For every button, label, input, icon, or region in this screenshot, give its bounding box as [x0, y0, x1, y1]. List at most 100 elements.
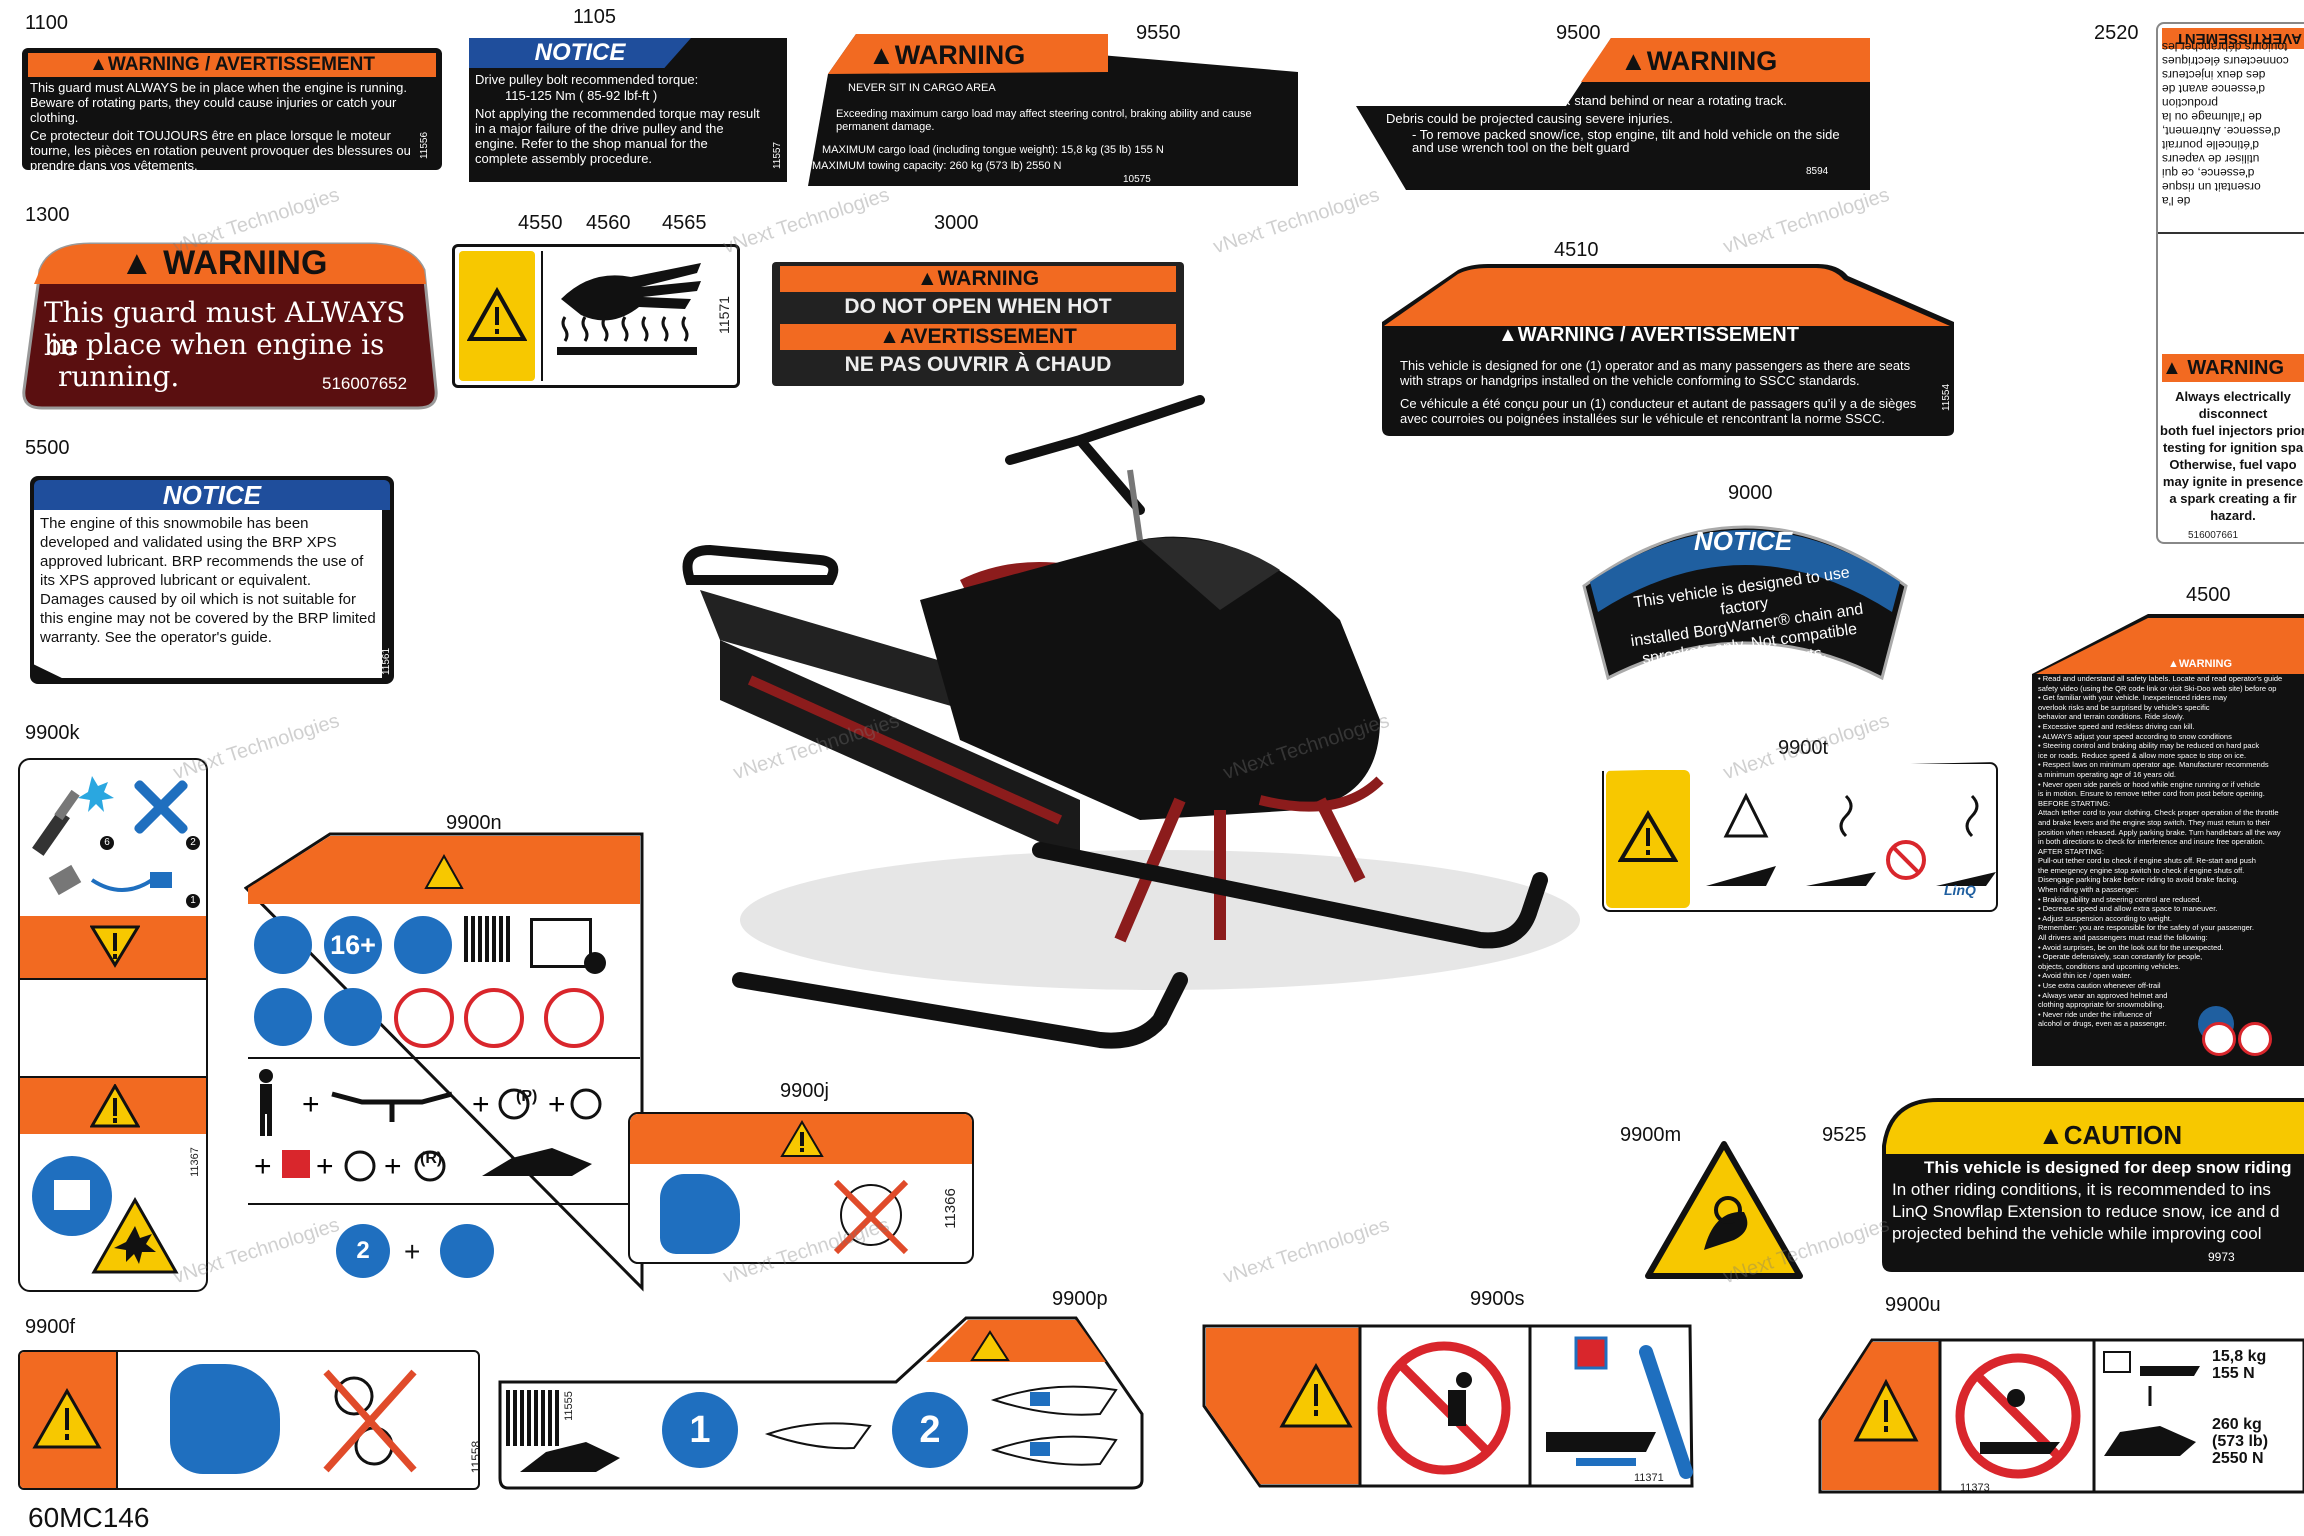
callout-9900f: 9900f — [25, 1316, 76, 1338]
towing-weight-kg: 260 kg — [2212, 1416, 2262, 1433]
read-manual-icon — [32, 1156, 112, 1236]
callout-9525: 9525 — [1822, 1124, 1867, 1146]
label-5500-body-panel: The engine of this snowmobile has been d… — [34, 510, 382, 678]
left-ski — [732, 972, 1188, 1049]
cargo-weight-n: 155 N — [2212, 1365, 2255, 1382]
label-9000-title: NOTICE — [1694, 526, 1793, 556]
label-9500-line2: Debris could be projected causing severe… — [1386, 111, 1673, 126]
cargo-weight: 15,8 kg 155 N — [2212, 1348, 2266, 1382]
label-4500-line: Remember: you are responsible for the sa… — [2038, 923, 2254, 933]
reverse-symbol: (R) — [420, 1150, 443, 1167]
watermark-text: vNext Technologies — [720, 183, 893, 259]
no-water-icon — [464, 988, 524, 1048]
linq-brand: LinQ — [1944, 882, 1976, 898]
label-4500-line: clothing appropriate for snowmobiling. — [2038, 1000, 2165, 1010]
snowmobile-icon — [520, 1442, 620, 1472]
label-4550[interactable]: 11571 — [452, 244, 740, 388]
label-9500[interactable]: ▲WARNING NEVER stand behind or near a ro… — [1356, 38, 1870, 190]
label-9900u[interactable]: 15,8 kg 155 N 260 kg (573 lb) 2550 N 113… — [1816, 1336, 2304, 1494]
label-9000[interactable]: NOTICE This vehicle is designed to use f… — [1578, 508, 1912, 688]
label-4500-line: objects, conditions and upcoming vehicle… — [2038, 961, 2181, 971]
label-2520-french-line: d'essence avant de — [2162, 82, 2266, 96]
label-4500-line: safety video (using the QR code link or … — [2038, 683, 2277, 693]
label-9500-code: 8594 — [1806, 166, 1829, 177]
label-1300-line3: running. — [58, 360, 180, 393]
spark-plug-icon — [32, 776, 114, 856]
explosion-warning-icon — [91, 1196, 179, 1274]
label-1300-shape — [22, 242, 438, 410]
label-3000[interactable]: ▲WARNING DO NOT OPEN WHEN HOT ▲AVERTISSE… — [772, 262, 1184, 386]
goggles-icon — [254, 988, 312, 1046]
label-2520-english-title-text: WARNING — [2187, 357, 2285, 379]
body-panels — [920, 536, 1380, 820]
label-9550[interactable]: ▲WARNING NEVER SIT IN CARGO AREA Exceedi… — [808, 34, 1298, 186]
callout-9900k: 9900k — [25, 722, 80, 744]
watermark: vNext Technologies — [1721, 184, 1893, 259]
label-4500-line: overlook risks and be surprised by vehic… — [2038, 702, 2210, 712]
badge-step-6: 6 — [100, 836, 114, 850]
label-2520-french-line: d'étincelle pourrait — [2162, 138, 2260, 152]
watermark-text: vNext Technologies — [1210, 183, 1383, 259]
deep-snow-icon — [1806, 794, 1876, 886]
label-3000-line4: NE PAS OUVRIR À CHAUD — [844, 353, 1112, 376]
two-passengers-icon: 2 — [892, 1392, 968, 1468]
linq-icon — [1936, 794, 1996, 886]
passenger-seat-strap-icon — [990, 1385, 1118, 1466]
label-9000-shape — [1582, 525, 1908, 681]
warning-triangle-icon: ▲ — [868, 40, 895, 70]
label-9525[interactable]: ▲CAUTION This vehicle is designed for de… — [1878, 1094, 2304, 1272]
label-4500-line: AFTER STARTING: — [2038, 846, 2104, 856]
label-1105-code: 11557 — [771, 141, 783, 170]
label-5500[interactable]: NOTICE The engine of this snowmobile has… — [30, 476, 394, 684]
label-9900s[interactable]: 11371 — [1200, 1322, 1696, 1492]
label-9500-line3: - To remove packed snow/ice, stop engine… — [1412, 127, 1840, 155]
label-4500-line: Attach tether cord to your clothing. Che… — [2038, 808, 2279, 818]
safety-check-sequence: + + + + + + — [254, 1069, 602, 1183]
label-4500-line: • Get familiar with your vehicle. Inexpe… — [2038, 693, 2227, 703]
label-9900p[interactable]: 11555 1 2 — [496, 1314, 1144, 1490]
label-9900m[interactable] — [1644, 1140, 1804, 1280]
callout-4560: 4560 — [586, 212, 631, 234]
plus-sign: + — [404, 1236, 421, 1267]
label-4500-line: in both directions to check for interfer… — [2038, 837, 2265, 847]
label-1300[interactable]: ▲ WARNING This guard must ALWAYS be in p… — [20, 240, 440, 412]
label-9900t[interactable]: LinQ — [1602, 762, 1998, 912]
label-1100[interactable]: ▲WARNING / AVERTISSEMENT This guard must… — [22, 48, 442, 170]
label-4500-line: • Read and understand all safety labels.… — [2038, 674, 2283, 683]
no-clutch-icon — [833, 1179, 909, 1255]
cargo-weight-kg: 15,8 kg — [2212, 1348, 2267, 1365]
label-4500-line: Disengage parking brake before riding to… — [2038, 875, 2239, 885]
warning-triangle-icon — [90, 925, 140, 968]
label-4500-line: ice or roads. Reduce speed & allow more … — [2038, 750, 2247, 760]
label-1105-title: NOTICE — [469, 38, 691, 68]
badge-step-1: 1 — [186, 894, 200, 908]
callout-9900j: 9900j — [780, 1080, 829, 1102]
label-1105[interactable]: NOTICE Drive pulley bolt recommended tor… — [469, 38, 787, 182]
warning-triangle-icon: ▲ — [1620, 46, 1647, 76]
no-alcohol-icon — [2238, 1022, 2272, 1056]
label-1100-code: 11556 — [418, 131, 430, 160]
label-9900k[interactable]: 6 2 1 11367 — [18, 758, 208, 1292]
label-4550-code: 11571 — [716, 296, 733, 334]
label-4500[interactable]: ▲WARNING • Read and understand all safet… — [2028, 614, 2304, 1066]
label-9900f[interactable]: 11558 — [18, 1350, 480, 1490]
svg-text:+: + — [384, 1150, 402, 1183]
label-9900j[interactable]: 11366 — [628, 1112, 974, 1264]
callout-1100: 1100 — [25, 12, 69, 34]
label-2520-french-line: de l'a — [2162, 194, 2191, 208]
callout-4565: 4565 — [662, 212, 707, 234]
label-9900n[interactable]: 16+ + + + + + + (P) (R) 2 + — [244, 832, 646, 1298]
label-4500-line: • Never open side panels or hood while e… — [2038, 779, 2260, 789]
label-4510[interactable]: ▲WARNING / AVERTISSEMENT This vehicle is… — [1378, 262, 1958, 438]
label-9900j-orange-band — [630, 1114, 972, 1164]
label-3000-avertissement: ▲AVERTISSEMENT — [780, 324, 1176, 350]
hand-injury-icon — [1704, 1211, 1748, 1250]
label-9525-line4: projected behind the vehicle while impro… — [1892, 1224, 2262, 1243]
watermark: vNext Technologies — [721, 184, 893, 259]
rear-rack — [682, 544, 839, 585]
label-9900p-code: 11555 — [562, 1391, 575, 1421]
label-9900k-orange-band-1 — [20, 916, 206, 978]
stop-engine-wrench-icon — [1546, 1336, 1693, 1479]
label-9900k-orange-band-2 — [20, 1078, 206, 1134]
